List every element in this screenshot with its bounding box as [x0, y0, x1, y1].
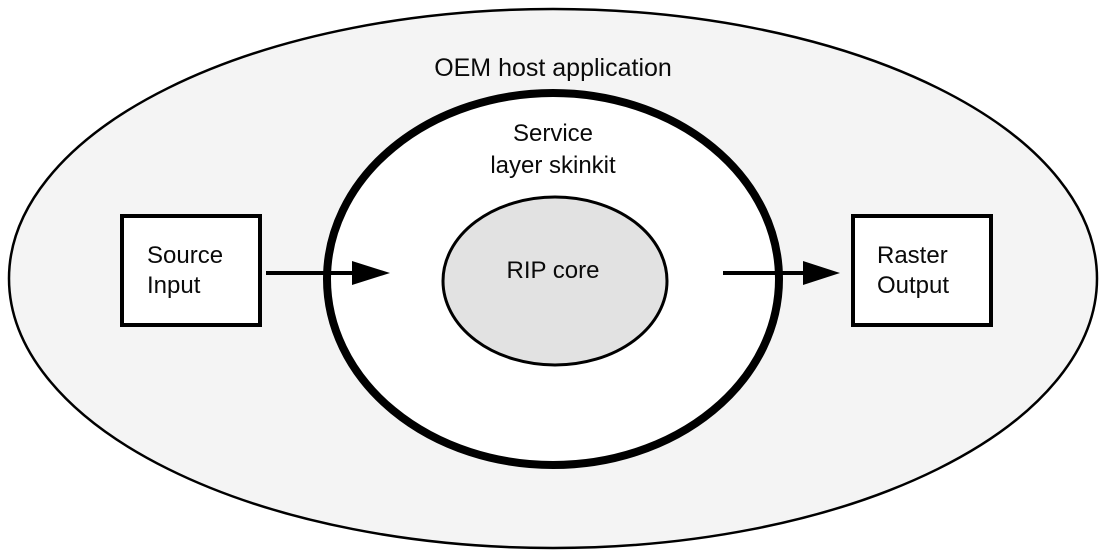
service-layer-label-line1: Service [512, 120, 594, 147]
raster-output-label-line1: Raster [877, 241, 948, 269]
arrow-source-to-service [266, 261, 390, 285]
source-input-label-line2: Input [147, 271, 201, 299]
service-layer-label-line2: layer skinkit [490, 152, 616, 179]
source-input-box: Source Input [120, 214, 262, 327]
service-layer-label: Service layer skinkit [0, 118, 1106, 182]
oem-host-label: OEM host application [434, 54, 672, 82]
rip-core-label: RIP core [506, 257, 600, 284]
raster-output-label-line2: Output [877, 271, 950, 299]
arrow-service-to-raster [723, 261, 840, 285]
raster-output-box: Raster Output [851, 214, 993, 327]
source-input-label-line1: Source [147, 241, 224, 269]
rip-core-ellipse [441, 195, 669, 367]
